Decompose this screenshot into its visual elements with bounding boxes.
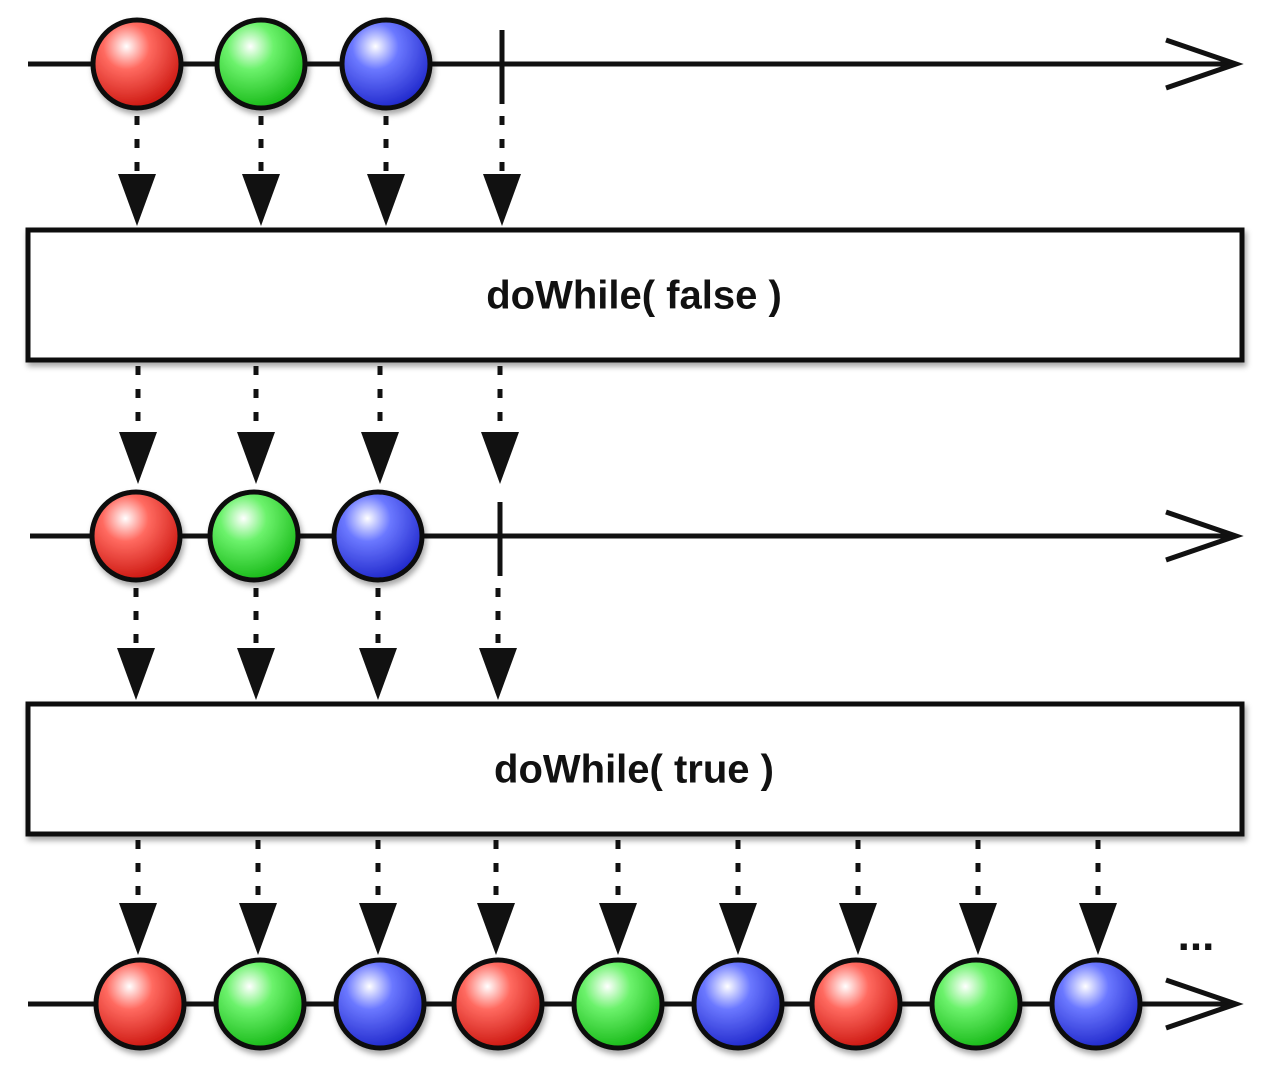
- dashed-arrow: [359, 588, 397, 700]
- operator-label-2: doWhile( true ): [494, 748, 774, 792]
- output-timeline: ...: [28, 911, 1244, 1051]
- continuation-ellipsis: ...: [1178, 911, 1215, 960]
- dashed-arrow: [119, 366, 157, 484]
- dashed-arrow: [477, 840, 515, 955]
- intermediate-timeline: [30, 489, 1244, 583]
- operator-label-1: doWhile( false ): [486, 274, 782, 318]
- dashed-arrow: [719, 840, 757, 955]
- timeline-arrowhead: [1165, 977, 1244, 1031]
- dashed-arrow: [839, 840, 877, 955]
- arrows-into-operator-1: [118, 116, 521, 226]
- dashed-arrow: [1079, 840, 1117, 955]
- blue-marble: [331, 489, 425, 583]
- dashed-arrow: [481, 366, 519, 484]
- dashed-arrow: [119, 840, 157, 955]
- dashed-arrow: [359, 840, 397, 955]
- red-marble: [93, 957, 187, 1051]
- red-marble: [451, 957, 545, 1051]
- green-marble: [213, 957, 307, 1051]
- dashed-arrow: [118, 116, 156, 226]
- dashed-arrow: [367, 116, 405, 226]
- red-marble: [90, 17, 184, 111]
- timeline-arrowhead: [1165, 509, 1244, 563]
- dashed-arrow: [959, 840, 997, 955]
- dashed-arrow: [242, 116, 280, 226]
- green-marble: [571, 957, 665, 1051]
- arrows-from-operator-1: [119, 366, 519, 484]
- blue-marble: [333, 957, 427, 1051]
- timeline-arrowhead: [1165, 37, 1244, 91]
- red-marble: [809, 957, 903, 1051]
- dashed-arrow: [599, 840, 637, 955]
- source-timeline: [28, 17, 1244, 111]
- green-marble: [214, 17, 308, 111]
- dashed-arrow: [237, 366, 275, 484]
- dashed-arrow: [483, 116, 521, 226]
- operator-box-1: [25, 227, 1245, 363]
- green-marble: [929, 957, 1023, 1051]
- dashed-arrow: [239, 840, 277, 955]
- blue-marble: [339, 17, 433, 111]
- arrows-from-operator-2: [119, 840, 1117, 955]
- dashed-arrow: [479, 588, 517, 700]
- dashed-arrow: [237, 588, 275, 700]
- blue-marble: [691, 957, 785, 1051]
- red-marble: [89, 489, 183, 583]
- dashed-arrow: [117, 588, 155, 700]
- green-marble: [207, 489, 301, 583]
- arrows-into-operator-2: [117, 588, 517, 700]
- blue-marble: [1049, 957, 1143, 1051]
- operator-box-2: [25, 701, 1245, 837]
- dashed-arrow: [361, 366, 399, 484]
